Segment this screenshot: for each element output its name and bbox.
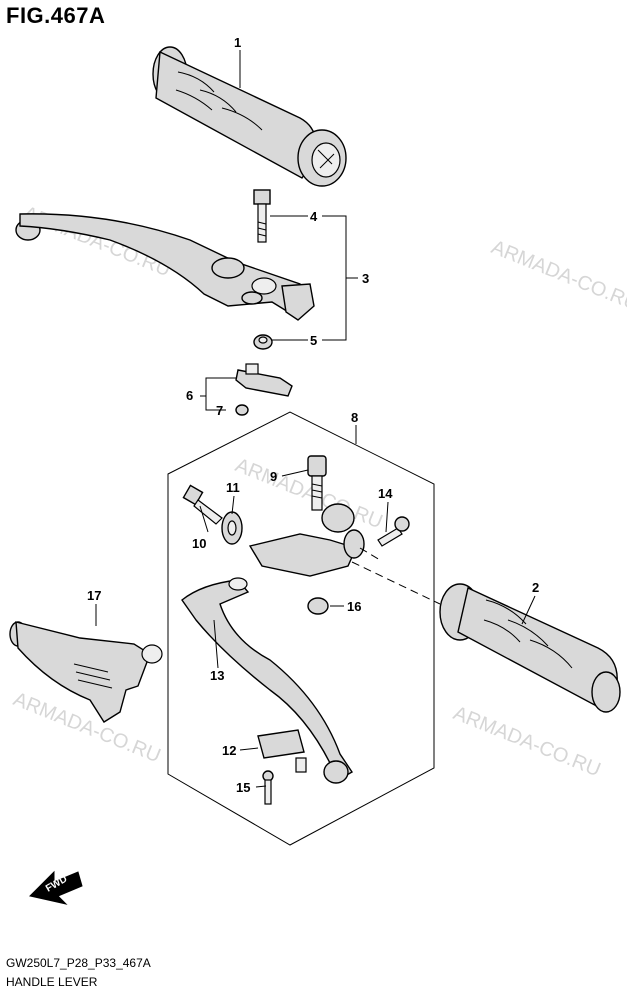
figure-title: FIG.467A xyxy=(6,3,106,28)
part-15-screw xyxy=(262,770,274,805)
part-11-washer xyxy=(221,511,243,545)
callout-12: 12 xyxy=(222,743,236,758)
diagram-code: GW250L7_P28_P33_467A xyxy=(6,956,151,970)
leader-2 xyxy=(521,595,536,625)
part-17-cover xyxy=(9,621,163,723)
fwd-arrow-icon: FWD xyxy=(29,870,83,905)
leader-3-4-5 xyxy=(270,215,358,341)
part-2-grip xyxy=(439,583,621,713)
diagram-name: HANDLE LEVER xyxy=(6,975,98,989)
callout-6: 6 xyxy=(186,388,193,403)
callout-9: 9 xyxy=(270,469,277,484)
callout-16: 16 xyxy=(347,599,361,614)
leader-6-7 xyxy=(200,377,236,411)
callout-15: 15 xyxy=(236,780,250,795)
part-8-assembly-outline xyxy=(167,411,435,846)
part-9-bolt xyxy=(307,455,327,511)
leader-15 xyxy=(255,785,267,788)
leader-10 xyxy=(199,505,209,533)
axis-dashed-line-2 xyxy=(359,547,381,561)
callout-3: 3 xyxy=(362,271,369,286)
part-7-screw xyxy=(235,404,249,416)
callout-8: 8 xyxy=(351,410,358,425)
callout-5: 5 xyxy=(310,333,317,348)
watermark-4: ARMADA-CO.RU xyxy=(10,688,164,767)
leader-13 xyxy=(213,619,219,669)
leader-12 xyxy=(239,747,259,751)
callout-4: 4 xyxy=(310,209,318,224)
axis-dashed-line xyxy=(351,561,441,605)
part-12-switch xyxy=(257,729,307,773)
part-14-screw xyxy=(377,516,410,547)
part-1-grip xyxy=(152,46,347,187)
part-13-lever xyxy=(181,577,353,784)
watermark-2: ARMADA-CO.RU xyxy=(488,236,627,315)
part-6-switch xyxy=(235,363,293,397)
callout-13: 13 xyxy=(210,668,224,683)
callout-17: 17 xyxy=(87,588,101,603)
part-4-bolt xyxy=(253,189,271,243)
callout-7: 7 xyxy=(216,403,223,418)
callout-10: 10 xyxy=(192,536,206,551)
part-3-lever-assembly xyxy=(15,213,315,321)
lever-holder xyxy=(248,503,365,577)
part-10-screw xyxy=(182,484,223,525)
leader-9 xyxy=(281,469,309,477)
callout-1: 1 xyxy=(234,35,241,50)
part-16-nut xyxy=(307,597,329,615)
callout-11: 11 xyxy=(226,480,240,495)
watermark-5: ARMADA-CO.RU xyxy=(450,702,604,781)
callout-14: 14 xyxy=(378,486,393,501)
part-5-nut xyxy=(253,334,273,350)
callout-2: 2 xyxy=(532,580,539,595)
leader-11 xyxy=(231,495,235,515)
leader-14 xyxy=(385,501,389,533)
